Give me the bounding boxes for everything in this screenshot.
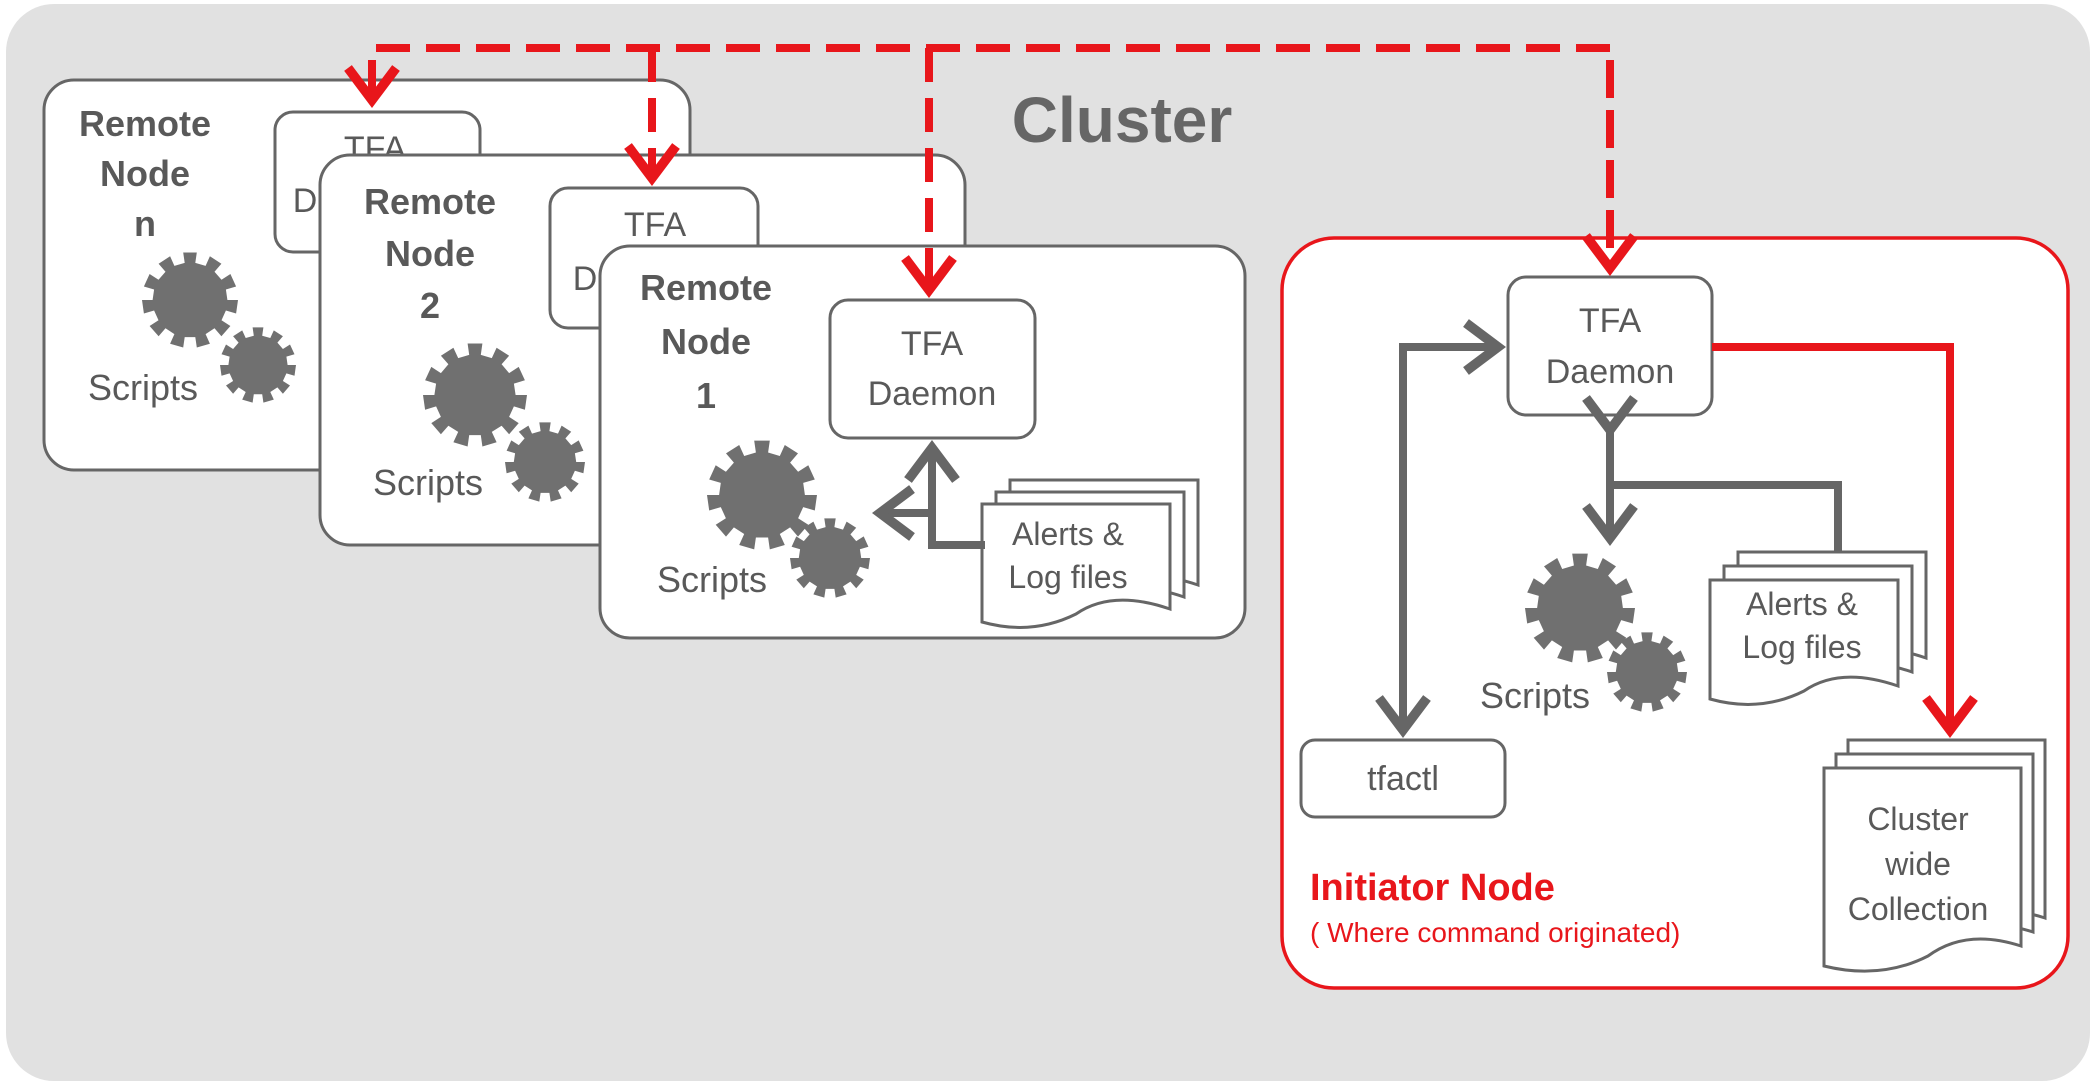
remote-node-n-label-line3: n (134, 203, 156, 244)
gear-icon (790, 518, 870, 598)
dashed-broadcast-line (344, 44, 1614, 248)
remote-node-2-label-line2: Node (385, 233, 475, 274)
remote-node-2-label-line1: Remote (364, 181, 496, 222)
initiator-daemon-box (1506, 275, 1714, 417)
initiator-logs-line2: Log files (1742, 629, 1861, 665)
tfactl-to-daemon-arrow (1399, 319, 1506, 730)
remote-node-1: Remote Node 1 TFA Daemon Scripts Alerts … (598, 244, 1247, 640)
remote-node-n-daemon-line2: D (293, 182, 318, 220)
collection-line1: Cluster (1867, 801, 1969, 837)
remote-node-n-label-line2: Node (100, 153, 190, 194)
gear-shape (790, 518, 870, 598)
gear-icon (142, 252, 238, 348)
gear-shape (423, 343, 527, 447)
remote-node-1-log-to-daemon-arrow (904, 440, 985, 549)
gear-icon (1525, 553, 1635, 663)
gear-icon (707, 440, 817, 550)
gear-icon (423, 343, 527, 447)
gear-shape (220, 327, 296, 403)
gear-icon (1607, 632, 1687, 712)
remote-node-2-daemon-line2: D (573, 260, 598, 298)
initiator-daemon-line1: TFA (1579, 302, 1642, 340)
remote-node-2-daemon-line1: TFA (624, 206, 687, 244)
remote-node-1-scripts: Scripts (657, 559, 767, 600)
command-broadcast-arrows (344, 44, 1638, 298)
remote-node-n-label-line1: Remote (79, 103, 211, 144)
remote-node-1-logs-line2: Log files (1008, 559, 1127, 595)
initiator-title: Initiator Node (1310, 867, 1555, 909)
tfactl-box (1299, 738, 1507, 819)
remote-node-1-daemon-line2: Daemon (868, 375, 997, 413)
initiator-subtitle: ( Where command originated) (1310, 917, 1680, 948)
daemon-to-collection-arrow (1712, 343, 1978, 738)
collection-line3: Collection (1848, 891, 1989, 927)
logs-to-daemon-line (1610, 481, 1842, 552)
remote-node-2-scripts: Scripts (373, 462, 483, 503)
remote-node-2-label-line3: 2 (420, 285, 440, 326)
remote-node-1-label-line2: Node (661, 321, 751, 362)
remote-node-1-daemon-box (828, 298, 1037, 440)
initiator-log-files: Alerts & Log files (1708, 550, 1928, 706)
cluster-title: Cluster (1012, 84, 1233, 156)
initiator-daemon-line2: Daemon (1546, 353, 1675, 391)
remote-node-1-label-line1: Remote (640, 267, 772, 308)
remote-node-n-scripts: Scripts (88, 367, 198, 408)
gear-shape (1525, 553, 1635, 663)
gear-icon (220, 327, 296, 403)
initiator-scripts: Scripts (1480, 675, 1590, 716)
initiator-node: TFA Daemon tfactl Scripts Alerts & Log f… (1280, 236, 2070, 990)
remote-node-1-daemon-line1: TFA (901, 325, 964, 363)
gear-shape (707, 440, 817, 550)
initiator-logs-line1: Alerts & (1746, 586, 1858, 622)
cluster-wide-collection: Cluster wide Collection (1822, 738, 2047, 973)
gear-shape (505, 422, 585, 502)
remote-node-1-label-line3: 1 (696, 375, 716, 416)
gear-icon (505, 422, 585, 502)
gear-shape (142, 252, 238, 348)
gear-shape (1607, 632, 1687, 712)
collection-line2: wide (1884, 846, 1951, 882)
tfactl-label: tfactl (1367, 760, 1439, 798)
remote-node-1-logs-line1: Alerts & (1012, 516, 1124, 552)
remote-node-1-log-files: Alerts & Log files (980, 478, 1200, 629)
